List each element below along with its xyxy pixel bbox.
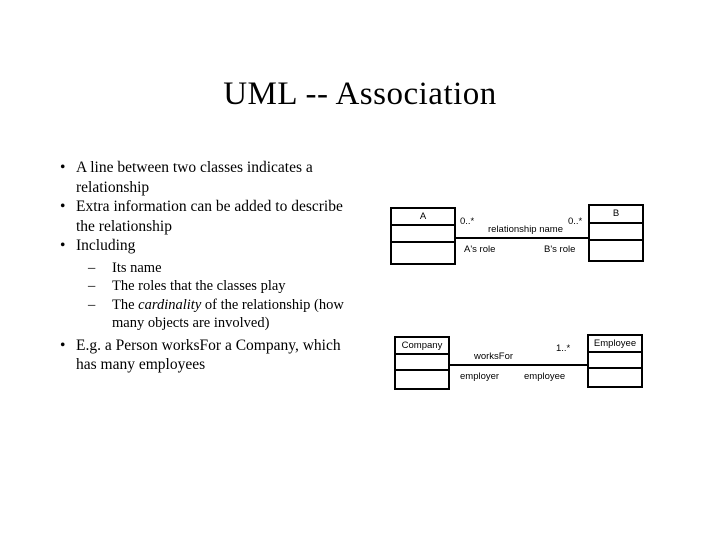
sub-list-item: – The roles that the classes play <box>88 277 352 296</box>
text-after: of the relationship (how many objects ar… <box>112 296 344 332</box>
uml-class-employee: Employee <box>587 334 643 388</box>
multiplicity-label-right: 1..* <box>556 343 571 354</box>
class-attributes-compartment <box>392 226 454 243</box>
sub-list-item-text: Its name <box>112 259 162 276</box>
sub-list-item: – The cardinality of the relationship (h… <box>88 296 352 333</box>
uml-generic-association-diagram: A B 0..* 0..* relationship name A's role… <box>390 204 646 266</box>
sub-bullet-marker: – <box>88 259 96 276</box>
class-operations-compartment <box>392 243 454 263</box>
class-name-compartment: A <box>392 209 454 226</box>
bullet-marker: • <box>60 159 66 176</box>
relationship-name-label: worksFor <box>474 351 514 362</box>
list-item: • E.g. a Person worksFor a Company, whic… <box>52 336 352 375</box>
bullet-marker: • <box>60 336 66 354</box>
slide-title: UML -- Association <box>223 76 497 112</box>
list-item-text: E.g. a Person worksFor a Company, which … <box>76 336 341 374</box>
multiplicity-label-left: 0..* <box>460 216 475 227</box>
sub-list-item-text: The cardinality of the relationship (how… <box>112 296 352 333</box>
uml-class-a: A <box>390 207 456 265</box>
role-label-right: B's role <box>544 244 576 255</box>
list-item-text: Extra information can be added to descri… <box>76 198 343 235</box>
class-operations-compartment <box>589 369 641 386</box>
bullet-marker: • <box>60 237 66 254</box>
bullet-list: • A line between two classes indicates a… <box>52 158 352 375</box>
role-label-left: A's role <box>464 244 496 255</box>
list-item: • Including <box>52 236 352 256</box>
list-item: • A line between two classes indicates a… <box>52 158 352 197</box>
class-operations-compartment <box>590 241 642 260</box>
cardinality-emphasis: cardinality <box>138 296 202 313</box>
class-operations-compartment <box>396 371 448 388</box>
class-attributes-compartment <box>589 353 641 369</box>
sub-bullet-marker: – <box>88 296 96 313</box>
bullet-marker: • <box>60 198 66 215</box>
uml-class-company: Company <box>394 336 450 390</box>
class-name-compartment: Company <box>396 338 448 355</box>
sub-list-item: – Its name <box>88 259 352 278</box>
text-before: The <box>112 296 139 313</box>
multiplicity-label-right: 0..* <box>568 216 583 227</box>
uml-class-b: B <box>588 204 644 262</box>
list-item-text: Including <box>76 237 136 254</box>
association-line <box>454 237 590 239</box>
role-label-left: employer <box>460 371 500 382</box>
uml-example-association-diagram: Company Employee 1..* worksFor employer … <box>394 334 646 392</box>
association-line <box>448 364 589 366</box>
relationship-name-label: relationship name <box>488 224 563 235</box>
role-label-right: employee <box>524 371 566 382</box>
sub-bullet-marker: – <box>88 278 96 294</box>
sub-list-item-text: The roles that the classes play <box>112 278 286 294</box>
list-item: • Extra information can be added to desc… <box>52 197 352 236</box>
class-attributes-compartment <box>590 224 642 242</box>
class-name-compartment: B <box>590 206 642 224</box>
list-item-text: A line between two classes indicates a r… <box>76 159 313 196</box>
class-name-compartment: Employee <box>589 336 641 353</box>
class-attributes-compartment <box>396 355 448 371</box>
